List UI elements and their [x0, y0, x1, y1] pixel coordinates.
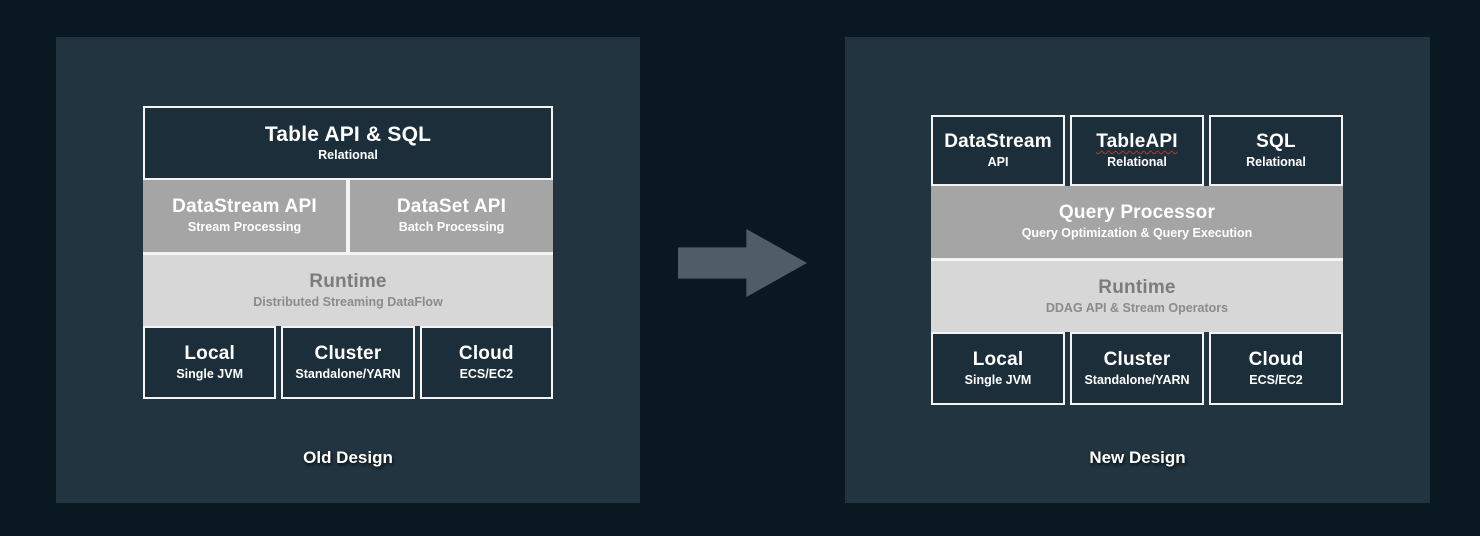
new-datastream-box: DataStream API [931, 115, 1065, 186]
old-design-panel: Table API & SQL Relational DataStream AP… [56, 37, 640, 503]
box-title: DataStream [944, 130, 1052, 152]
box-title: Table API & SQL [264, 123, 432, 147]
box-title: Runtime [309, 270, 387, 292]
box-subtitle: Distributed Streaming DataFlow [253, 294, 443, 309]
old-row-stream-batch: DataStream API Stream Processing DataSet… [143, 180, 553, 252]
new-runtime-box: Runtime DDAG API & Stream Operators [931, 261, 1343, 332]
new-query-processor-box: Query Processor Query Optimization & Que… [931, 186, 1343, 258]
box-title: DataStream API [172, 196, 317, 218]
box-subtitle: Relational [1107, 154, 1167, 169]
box-title: Cloud [458, 342, 514, 364]
old-local-box: Local Single JVM [143, 326, 277, 399]
new-tableapi-box: TableAPI Relational [1070, 115, 1204, 186]
box-title: Query Processor [1058, 202, 1216, 224]
box-subtitle: Query Optimization & Query Execution [1021, 226, 1253, 241]
new-row-deployment: Local Single JVM Cluster Standalone/YARN… [931, 332, 1343, 405]
box-subtitle: Standalone/YARN [295, 366, 401, 381]
old-cluster-box: Cluster Standalone/YARN [281, 326, 415, 399]
right-arrow-icon [678, 229, 807, 297]
box-title: Local [184, 342, 235, 364]
new-cloud-box: Cloud ECS/EC2 [1209, 332, 1343, 405]
box-title: SQL [1256, 130, 1296, 152]
old-dataset-api-box: DataSet API Batch Processing [350, 180, 553, 252]
box-title: Cluster [1103, 348, 1171, 370]
new-cluster-box: Cluster Standalone/YARN [1070, 332, 1204, 405]
box-title: Runtime [1098, 276, 1176, 298]
box-subtitle: Single JVM [176, 366, 243, 381]
old-table-api-sql-box: Table API & SQL Relational [143, 106, 553, 180]
box-title: DataSet API [396, 196, 507, 218]
new-local-box: Local Single JVM [931, 332, 1065, 405]
new-architecture-stack: DataStream API TableAPI Relational SQL R… [931, 115, 1343, 405]
box-subtitle: Standalone/YARN [1084, 372, 1190, 387]
new-sql-box: SQL Relational [1209, 115, 1343, 186]
box-subtitle: API [987, 154, 1009, 169]
old-datastream-api-box: DataStream API Stream Processing [143, 180, 346, 252]
box-subtitle: ECS/EC2 [459, 366, 514, 381]
box-subtitle: Relational [1246, 154, 1306, 169]
box-title: TableAPI [1096, 130, 1178, 152]
box-subtitle: DDAG API & Stream Operators [1045, 300, 1229, 315]
box-title: Local [972, 348, 1024, 370]
new-design-panel: DataStream API TableAPI Relational SQL R… [845, 37, 1430, 503]
box-subtitle: Stream Processing [187, 220, 302, 235]
box-title: Cluster [314, 342, 382, 364]
new-row-query-processor: Query Processor Query Optimization & Que… [931, 186, 1343, 258]
old-runtime-box: Runtime Distributed Streaming DataFlow [143, 255, 553, 326]
box-subtitle: Batch Processing [398, 220, 505, 235]
box-subtitle: Relational [318, 148, 378, 163]
new-row-api: DataStream API TableAPI Relational SQL R… [931, 115, 1343, 186]
old-cloud-box: Cloud ECS/EC2 [419, 326, 553, 399]
old-row-deployment: Local Single JVM Cluster Standalone/YARN… [143, 326, 553, 399]
box-title: Cloud [1248, 348, 1304, 370]
new-row-runtime: Runtime DDAG API & Stream Operators [931, 258, 1343, 332]
old-architecture-stack: Table API & SQL Relational DataStream AP… [143, 106, 553, 399]
old-row-runtime: Runtime Distributed Streaming DataFlow [143, 252, 553, 326]
box-subtitle: Single JVM [964, 372, 1032, 387]
new-design-caption: New Design [1089, 448, 1186, 467]
box-subtitle: ECS/EC2 [1249, 372, 1303, 387]
old-design-caption: Old Design [303, 448, 393, 467]
old-row-api: Table API & SQL Relational [143, 106, 553, 180]
